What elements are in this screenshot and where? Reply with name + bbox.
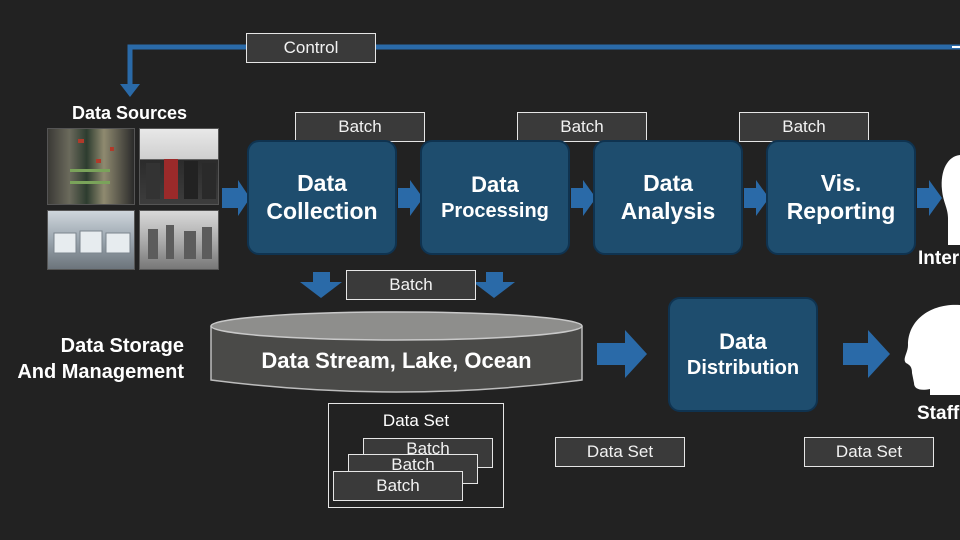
batch-tag-storage: Batch bbox=[346, 270, 476, 300]
storage-label: Data Storage And Management bbox=[6, 333, 184, 385]
storage-cylinder bbox=[210, 311, 583, 393]
batch-tag-collection: Batch bbox=[295, 112, 425, 142]
stage-vis-reporting: Vis. Reporting bbox=[766, 140, 916, 255]
stage-subtitle: Distribution bbox=[686, 356, 800, 379]
datacenter-hall-photo bbox=[139, 210, 219, 270]
stage-title: Data bbox=[643, 169, 693, 196]
consumer-label-bottom: Staff bbox=[917, 403, 960, 424]
arrow-analysis-to-reporting bbox=[744, 180, 769, 216]
batch-tag-stack-3: Batch bbox=[333, 471, 463, 501]
batch-tag-processing: Batch bbox=[517, 112, 647, 142]
consumer-label-top: Inter bbox=[918, 248, 960, 269]
server-rack-photo bbox=[47, 128, 135, 205]
arrow-storage-to-distribution bbox=[597, 330, 647, 378]
data-sources-label: Data Sources bbox=[72, 103, 188, 123]
stage-subtitle: Processing bbox=[441, 199, 549, 222]
person-head-icon bbox=[904, 304, 960, 395]
stage-data-distribution: Data Distribution bbox=[668, 297, 818, 412]
cooling-units-photo bbox=[47, 210, 135, 270]
stage-data-processing: Data Processing bbox=[420, 140, 570, 255]
control-tag: Control bbox=[246, 33, 376, 63]
stage-subtitle: Analysis bbox=[620, 197, 716, 224]
arrow-distribution-to-staff bbox=[843, 330, 890, 378]
supercomputer-photo bbox=[139, 128, 219, 205]
arrow-processing-to-analysis bbox=[571, 180, 596, 216]
dataset-tag-staff: Data Set bbox=[804, 437, 934, 467]
stage-title: Data bbox=[471, 172, 519, 198]
arrow-collection-down bbox=[300, 272, 342, 298]
stage-title: Vis. bbox=[820, 169, 862, 196]
arrow-reporting-to-consumer bbox=[917, 180, 942, 216]
arrow-sources-to-collection bbox=[222, 180, 250, 216]
storage-label-line2: And Management bbox=[17, 361, 184, 383]
storage-text: Data Stream, Lake, Ocean bbox=[261, 348, 532, 373]
stage-subtitle: Collection bbox=[266, 197, 378, 224]
stage-title: Data bbox=[719, 329, 767, 355]
arrow-collection-to-processing bbox=[398, 180, 423, 216]
stage-subtitle: Reporting bbox=[786, 197, 896, 224]
stage-data-collection: Data Collection bbox=[247, 140, 397, 255]
storage-label-line1: Data Storage bbox=[60, 335, 184, 357]
person-head-icon bbox=[941, 155, 960, 245]
arrow-processing-down bbox=[473, 272, 515, 298]
stage-title: Data bbox=[297, 169, 347, 196]
dataset-container: Data Set bbox=[328, 403, 504, 508]
dataset-container-label: Data Set bbox=[382, 411, 450, 430]
dataset-tag-distribution: Data Set bbox=[555, 437, 685, 467]
stage-data-analysis: Data Analysis bbox=[593, 140, 743, 255]
